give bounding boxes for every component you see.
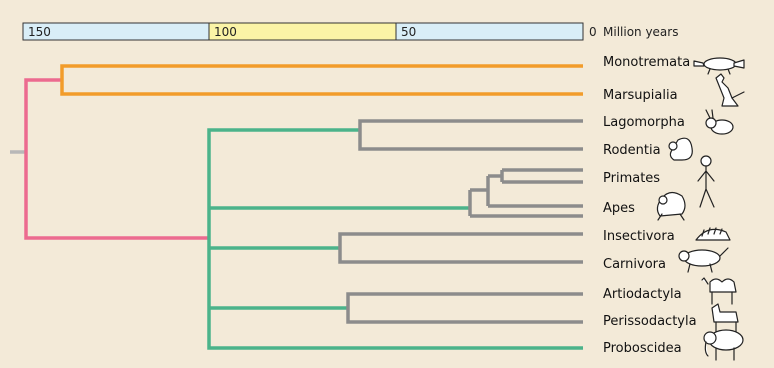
branch-insectivora-carnivora: [338, 232, 583, 264]
horse-icon: [711, 303, 739, 333]
taxon-label-apes: Apes: [603, 201, 635, 216]
taxon-label-proboscidea: Proboscidea: [603, 341, 682, 356]
squirrel-icon: [668, 137, 693, 161]
tree-branches: [10, 64, 583, 350]
timescale-label-0: 0: [589, 25, 597, 39]
taxon-label-insectivora: Insectivora: [603, 229, 675, 244]
taxon-label-marsupialia: Marsupialia: [603, 88, 678, 103]
platypus-icon: [693, 57, 745, 75]
taxon-label-artiodactyla: Artiodactyla: [603, 287, 682, 302]
human-icon: [697, 155, 715, 208]
branch-placentalia: [207, 128, 583, 350]
branch-primates-tip-2: [488, 174, 583, 184]
timescale-label-100: 100: [214, 25, 237, 39]
elephant-icon: [703, 329, 744, 361]
rabbit-icon: [705, 109, 734, 135]
taxon-labels: Monotremata Marsupialia Lagomorpha Roden…: [603, 55, 697, 356]
timescale-segment-100: [208, 22, 397, 41]
branch-mammalia: [24, 78, 209, 240]
taxon-label-carnivora: Carnivora: [603, 257, 666, 272]
taxon-label-perissodactyla: Perissodactyla: [603, 314, 697, 329]
taxon-label-rodentia: Rodentia: [603, 143, 661, 158]
camel-icon: [701, 277, 737, 305]
taxon-label-monotremata: Monotremata: [603, 55, 690, 70]
taxon-label-primates: Primates: [603, 171, 660, 186]
taxon-label-lagomorpha: Lagomorpha: [603, 115, 685, 130]
branch-lagomorpha-rodentia: [358, 119, 583, 151]
branch-artiodactyla-perissodactyla: [346, 292, 583, 324]
branch-monotremata-marsupialia: [60, 64, 583, 96]
time-scale: 150 100 50 0 Million years: [22, 22, 678, 41]
timescale-label-150: 150: [28, 25, 51, 39]
kangaroo-icon: [715, 73, 745, 107]
ape-icon: [656, 191, 686, 221]
hedgehog-icon: [695, 227, 731, 241]
timescale-segment-50: [395, 22, 584, 41]
timescale-label-50: 50: [401, 25, 416, 39]
tiger-icon: [678, 247, 729, 273]
timescale-unit: Million years: [603, 25, 678, 39]
